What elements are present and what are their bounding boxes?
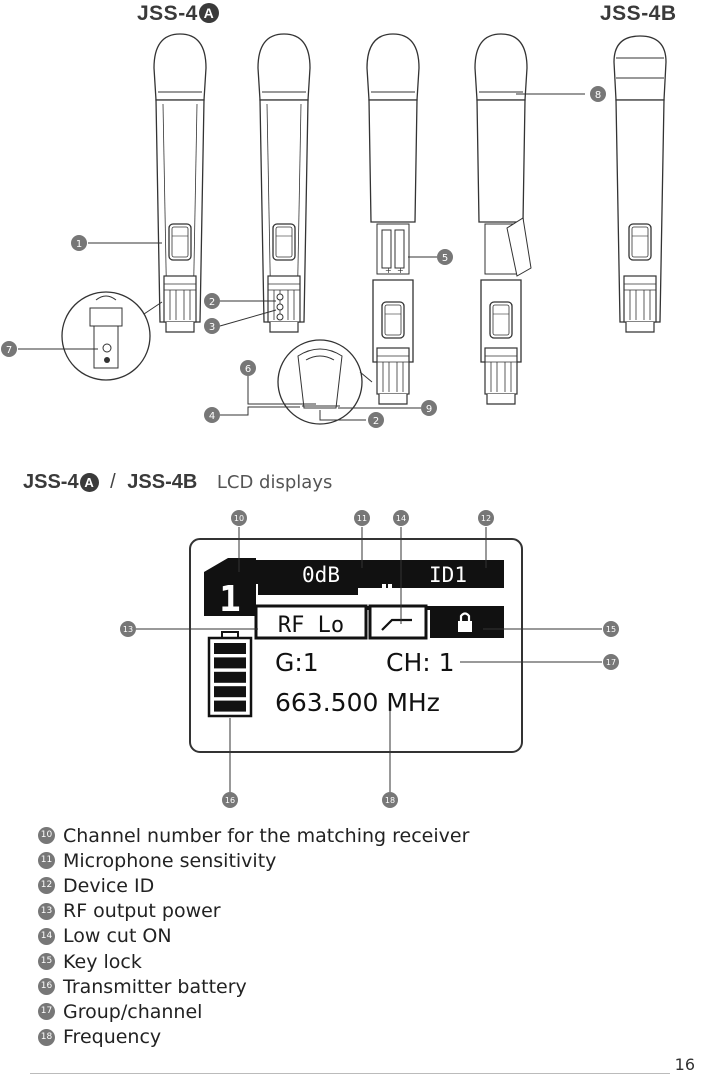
legend-item: 10 Channel number for the matching receiv… xyxy=(38,823,469,848)
lcd-callout-14: 14 xyxy=(396,514,406,523)
page-number: 16 xyxy=(674,1055,695,1074)
lcd-callout-15: 15 xyxy=(606,625,616,634)
callout-8-num: 8 xyxy=(595,90,601,101)
lcd-callout-16: 16 xyxy=(225,796,235,805)
callout-2 xyxy=(204,293,220,309)
callout-8 xyxy=(590,86,606,102)
legend-text: Frequency xyxy=(63,1026,162,1049)
battery-bar xyxy=(214,657,246,669)
callout-9-num: 9 xyxy=(426,404,432,415)
footer-rule xyxy=(30,1073,670,1074)
lcd-callout-11: 11 xyxy=(357,514,367,523)
legend-text: Key lock xyxy=(63,950,142,973)
callout-3 xyxy=(204,318,220,334)
legend-num: 11 xyxy=(38,852,55,870)
lcd-ch: CH: 1 xyxy=(386,648,455,677)
legend-text: Low cut ON xyxy=(63,925,172,948)
callout-7-num: 7 xyxy=(6,345,12,356)
callout-4 xyxy=(204,407,220,423)
legend-text: Microphone sensitivity xyxy=(63,849,277,872)
legend-text: Channel number for the matching receiver xyxy=(63,824,470,847)
legend-num: 14 xyxy=(38,927,55,945)
legend-text: Device ID xyxy=(63,874,155,897)
lcd-callout-18: 18 xyxy=(385,796,395,805)
lcd-channel: 1 xyxy=(219,579,241,620)
section-label: LCD displays xyxy=(216,472,333,493)
lcd-diagram: 1 0dB ID1 RF Lo G:1 CH: 1 663.500 MHz xyxy=(120,510,619,808)
callout-1-num: 1 xyxy=(76,239,82,250)
callout-2b-num: 2 xyxy=(373,416,379,427)
legend-text: RF output power xyxy=(63,900,221,923)
legend-list: 10 Channel number for the matching receiv… xyxy=(38,823,469,1050)
callout-6-num: 6 xyxy=(245,364,251,375)
callout-2-num: 2 xyxy=(209,297,215,308)
lcd-callout-13: 13 xyxy=(123,625,133,634)
battery-bar xyxy=(214,700,246,712)
legend-num: 17 xyxy=(38,1003,55,1021)
lcd-device-id: ID1 xyxy=(429,563,467,587)
microphones-illustration: + + xyxy=(1,33,667,428)
callout-9 xyxy=(421,400,437,416)
legend-item: 13 RF output power xyxy=(38,899,469,924)
callout-5-num: 5 xyxy=(442,253,448,264)
battery-icon xyxy=(207,631,253,718)
section-model-a-prefix: JSS-4 xyxy=(23,471,79,493)
legend-num: 18 xyxy=(38,1028,55,1046)
legend-num: 15 xyxy=(38,953,55,971)
legend-num: 10 xyxy=(38,827,55,845)
legend-item: 16 Transmitter battery xyxy=(38,974,469,999)
lcd-callout-10: 10 xyxy=(234,514,244,523)
model-a-prefix: JSS-4 xyxy=(137,2,198,25)
callout-2b xyxy=(368,412,384,428)
lcd-sensitivity: 0dB xyxy=(302,563,340,587)
legend-num: 13 xyxy=(38,902,55,920)
legend-item: 14 Low cut ON xyxy=(38,924,469,949)
lcd-callout-17: 17 xyxy=(606,658,616,667)
legend-item: 18 Frequency xyxy=(38,1025,469,1050)
legend-text: Transmitter battery xyxy=(63,975,247,998)
lcd-frequency: 663.500 MHz xyxy=(275,688,440,717)
legend-item: 15 Key lock xyxy=(38,949,469,974)
section-model-b: JSS-4B xyxy=(127,471,198,493)
battery-bar xyxy=(214,643,246,654)
svg-text:+: + xyxy=(385,266,392,275)
legend-text: Group/channel xyxy=(63,1000,203,1023)
lcd-callout-12: 12 xyxy=(481,514,491,523)
section-separator: / xyxy=(110,471,116,493)
callout-3-num: 3 xyxy=(209,322,215,333)
model-a-badge: A xyxy=(198,3,219,23)
legend-item: 12 Device ID xyxy=(38,873,469,898)
legend-num: 12 xyxy=(38,877,55,895)
callout-5 xyxy=(437,249,453,265)
model-b-title: JSS-4B xyxy=(600,2,677,25)
callout-1 xyxy=(71,235,87,251)
callout-4-num: 4 xyxy=(209,411,215,422)
legend-item: 17 Group/channel xyxy=(38,999,469,1024)
svg-text:+: + xyxy=(397,266,404,275)
callout-7 xyxy=(1,341,17,357)
battery-bar xyxy=(214,686,246,698)
battery-bar xyxy=(214,671,246,683)
callout-6 xyxy=(240,360,256,376)
lcd-group: G:1 xyxy=(275,648,319,677)
low-cut-icon xyxy=(381,618,412,631)
legend-item: 11 Microphone sensitivity xyxy=(38,848,469,873)
legend-num: 16 xyxy=(38,978,55,996)
lcd-rf: RF Lo xyxy=(278,613,344,638)
section-model-a-badge: A xyxy=(79,473,99,492)
lock-icon xyxy=(458,612,472,632)
